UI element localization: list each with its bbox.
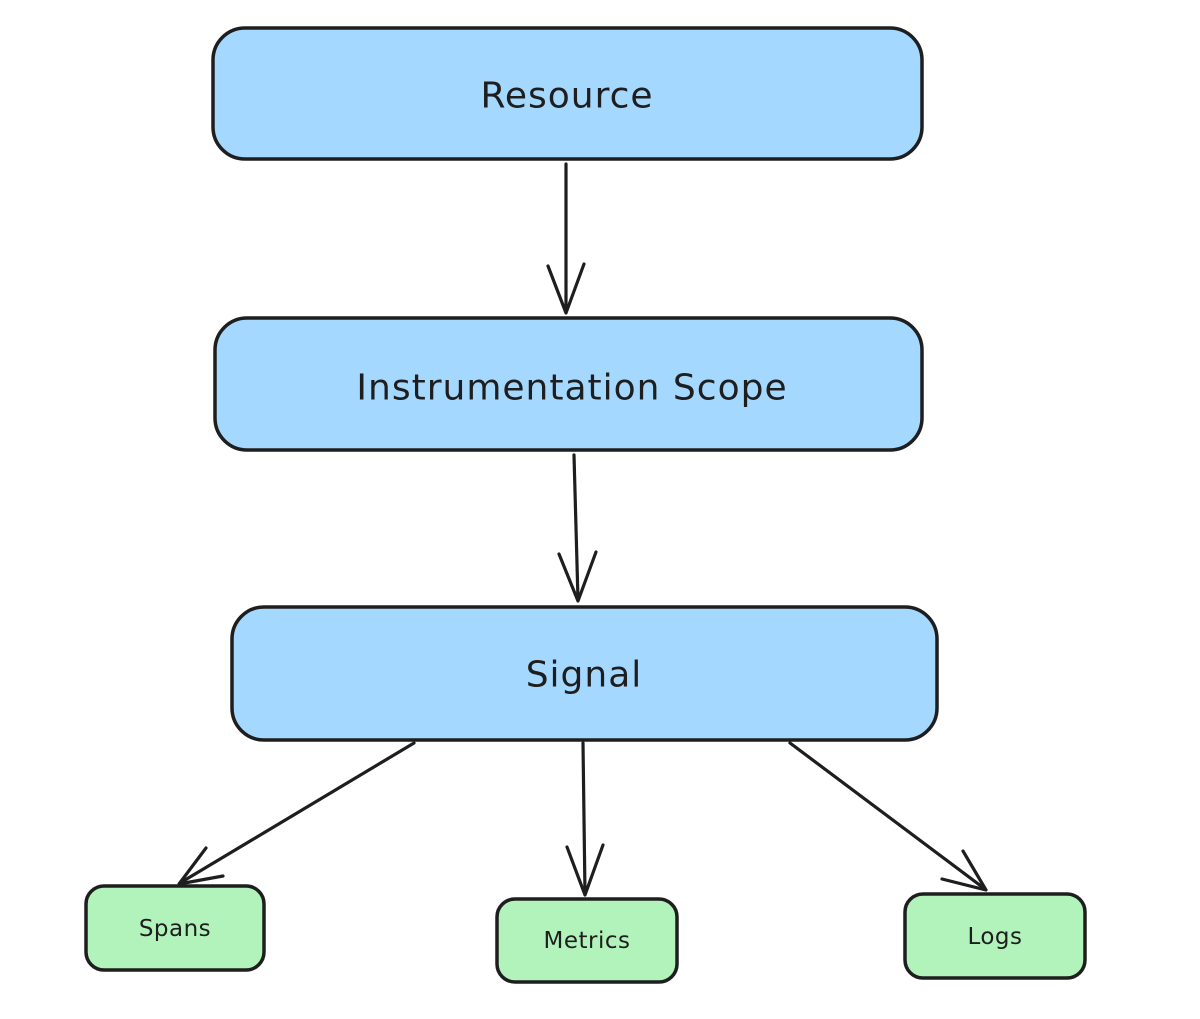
edge-line xyxy=(581,741,587,896)
node-signal: Signal xyxy=(230,605,939,742)
edge-signal-to-spans xyxy=(177,741,416,886)
node-logs: Logs xyxy=(903,892,1087,980)
node-signal-shape xyxy=(230,605,939,742)
edge-signal-to-metrics xyxy=(565,741,605,897)
edge-line xyxy=(788,741,987,891)
node-instrumentation-scope-shape xyxy=(213,316,924,452)
edge-instrumentation-scope-to-signal xyxy=(557,453,598,603)
arrowhead-icon xyxy=(546,262,586,315)
edge-signal-to-logs xyxy=(788,741,988,892)
node-logs-label: Logs xyxy=(967,924,1022,950)
arrowhead-icon xyxy=(940,849,988,892)
node-spans: Spans xyxy=(84,884,266,972)
node-logs-shape xyxy=(903,892,1087,980)
node-instrumentation-scope-label: Instrumentation Scope xyxy=(356,368,787,409)
node-spans-shape xyxy=(84,884,266,972)
node-resource: Resource xyxy=(211,26,924,161)
node-metrics-shape xyxy=(495,897,679,984)
edge-line xyxy=(178,741,416,885)
edge-resource-to-instrumentation-scope xyxy=(546,162,586,315)
node-resource-label: Resource xyxy=(480,76,653,117)
node-instrumentation-scope: Instrumentation Scope xyxy=(213,316,924,452)
arrowhead-icon xyxy=(565,843,605,897)
node-spans-label: Spans xyxy=(139,916,211,942)
node-signal-label: Signal xyxy=(526,655,643,696)
arrowhead-icon xyxy=(557,550,598,603)
node-resource-shape xyxy=(211,26,924,161)
node-metrics: Metrics xyxy=(495,897,679,984)
node-metrics-label: Metrics xyxy=(544,928,631,954)
arrowhead-icon xyxy=(177,846,225,886)
edge-line xyxy=(572,453,580,602)
